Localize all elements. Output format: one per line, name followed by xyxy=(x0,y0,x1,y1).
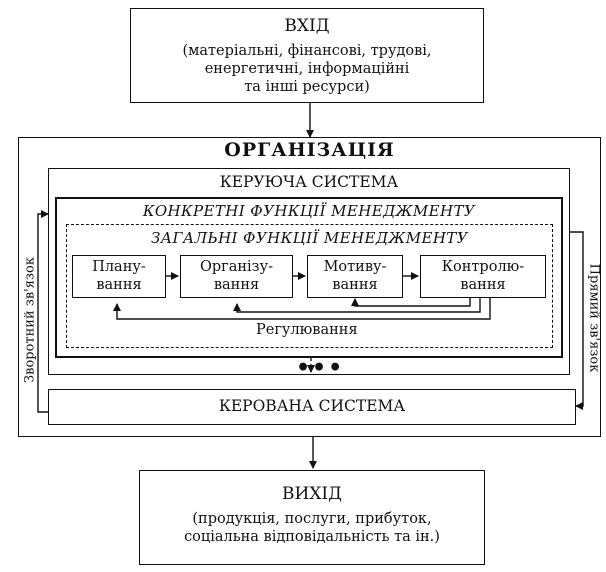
input-box: ВХІД (матеріальні, фінансові, трудові, е… xyxy=(130,8,484,103)
step-organizing: Організу- вання xyxy=(180,255,293,298)
step-organizing-line-2: вання xyxy=(213,277,260,293)
input-line-2: енергетичні, інформаційні xyxy=(204,61,410,77)
specific-functions-title: КОНКРЕТНІ ФУНКЦІЇ МЕНЕДЖМЕНТУ xyxy=(142,202,476,220)
direct-link-label: Прямий зв'язок xyxy=(586,263,602,373)
step-motivating-line-2: вання xyxy=(332,277,378,293)
managing-system-title: КЕРУЮЧА СИСТЕМА xyxy=(219,173,399,191)
step-motivating-line-1: Мотиву- xyxy=(323,259,387,275)
step-planning: Плану- вання xyxy=(72,255,166,298)
step-controlling-line-1: Контролю- xyxy=(441,259,525,275)
managed-system-box xyxy=(48,389,576,425)
direct-link-arrow xyxy=(570,231,584,410)
output-title: ВИХІД xyxy=(282,484,342,504)
step-controlling: Контролю- вання xyxy=(420,255,546,298)
regulation-loop-to-motivating xyxy=(351,298,471,307)
step-planning-line-2: вання xyxy=(96,277,142,293)
general-functions-title: ЗАГАЛЬНІ ФУНКЦІЇ МЕНЕДЖМЕНТУ xyxy=(151,229,468,247)
managing-system-box xyxy=(48,168,570,375)
step-organizing-line-1: Організу- xyxy=(199,259,274,275)
step-controlling-line-2: вання xyxy=(460,277,506,293)
managing-system-inner-border xyxy=(55,197,563,358)
step-motivating: Мотиву- вання xyxy=(307,255,403,298)
organization-box xyxy=(18,137,601,437)
organization-title: ОРГАНІЗАЦІЯ xyxy=(224,139,395,161)
output-box: ВИХІД (продукція, послуги, прибуток, соц… xyxy=(139,470,485,565)
managed-system-title: КЕРОВАНА СИСТЕМА xyxy=(218,397,406,415)
output-line-1: (продукція, послуги, прибуток, xyxy=(192,511,432,527)
regulation-label: Регулювання xyxy=(256,322,358,338)
output-line-2: соціальна відповідальність та ін.) xyxy=(184,529,440,545)
feedback-label: Зворотний зв'язок xyxy=(22,257,38,383)
ellipsis-dots: ••• xyxy=(296,355,345,381)
regulation-loop-to-planning xyxy=(113,298,491,320)
step-planning-line-1: Плану- xyxy=(92,259,146,275)
general-functions-box xyxy=(66,224,553,348)
input-title: ВХІД xyxy=(284,16,330,36)
regulation-loop-to-organizing xyxy=(233,298,481,313)
feedback-link-arrow xyxy=(37,210,49,413)
input-line-3: та інші ресурси) xyxy=(244,79,370,95)
input-line-1: (матеріальні, фінансові, трудові, xyxy=(182,43,432,59)
